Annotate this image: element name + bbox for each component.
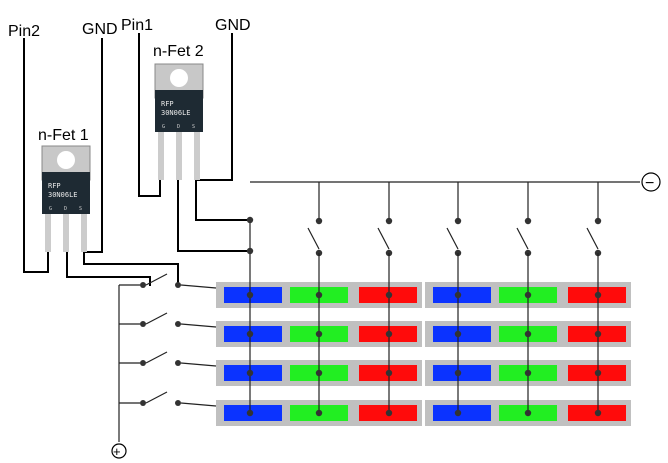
negative-terminal-icon bbox=[641, 172, 661, 192]
fet2-pin-d: D bbox=[177, 124, 180, 130]
pin1-label: Pin1 bbox=[121, 17, 153, 34]
junction-dot bbox=[315, 291, 323, 299]
minus-label: − bbox=[645, 175, 654, 192]
pin2-wire bbox=[23, 38, 49, 273]
junction-dot bbox=[385, 291, 393, 299]
column-switch-lever bbox=[377, 227, 390, 250]
input-wires bbox=[23, 33, 250, 286]
fet1-pin-d: D bbox=[64, 206, 67, 212]
fet1-part-line2: 30N06LE bbox=[48, 191, 78, 199]
row-lead bbox=[180, 323, 217, 328]
fet2-drain-wire bbox=[177, 180, 250, 252]
fet1-source-wire bbox=[83, 252, 179, 286]
gnd-left-wire bbox=[84, 38, 103, 253]
row-switch-lever bbox=[145, 351, 168, 364]
junction-dot bbox=[246, 369, 254, 377]
gnd-left-label: GND bbox=[82, 21, 118, 38]
led-segment bbox=[433, 365, 491, 381]
pin2-label: Pin2 bbox=[8, 23, 40, 40]
junction-dot bbox=[594, 409, 602, 417]
negative-bus: − bbox=[250, 172, 661, 192]
row-switch-lever bbox=[145, 273, 168, 286]
row-lead bbox=[180, 362, 217, 367]
junction-dot bbox=[246, 247, 254, 255]
fet2-part-line2: 30N06LE bbox=[161, 109, 191, 117]
switch-contact bbox=[454, 217, 462, 225]
fet1-body bbox=[42, 172, 90, 214]
fet2-pin-s: S bbox=[192, 124, 195, 130]
fet1-drain-wire bbox=[66, 252, 151, 286]
positive-terminal: + bbox=[111, 285, 127, 459]
junction-dot bbox=[594, 369, 602, 377]
junction-dot bbox=[524, 291, 532, 299]
row-switches bbox=[119, 273, 217, 407]
junction-dot bbox=[594, 291, 602, 299]
led-strips bbox=[216, 282, 631, 426]
gnd-right-wire bbox=[196, 33, 233, 181]
switch-contact bbox=[524, 217, 532, 225]
fet1-label: n-Fet 1 bbox=[38, 127, 89, 144]
fet1-pin-g: G bbox=[49, 206, 52, 212]
junction-dot bbox=[385, 369, 393, 377]
switch-contact bbox=[140, 400, 146, 406]
column-switch-lever bbox=[307, 227, 320, 250]
junction-dot bbox=[524, 409, 532, 417]
switch-contact bbox=[175, 400, 181, 406]
row-lead bbox=[180, 284, 217, 289]
led-segment bbox=[433, 287, 491, 303]
junction-dot bbox=[315, 369, 323, 377]
junction-dot bbox=[454, 369, 462, 377]
switch-contact bbox=[175, 360, 181, 366]
junction-dot bbox=[315, 330, 323, 338]
junction-dot bbox=[385, 330, 393, 338]
junction-dot bbox=[524, 369, 532, 377]
fet2-hole-icon bbox=[170, 69, 188, 87]
gnd-right-label: GND bbox=[215, 17, 251, 34]
switch-contact bbox=[385, 217, 393, 225]
positive-terminal-icon bbox=[111, 443, 127, 459]
pin1-wire bbox=[138, 33, 161, 197]
column-lines bbox=[246, 182, 602, 417]
junction-dot bbox=[246, 409, 254, 417]
fet1-pin-s: S bbox=[79, 206, 82, 212]
plus-label: + bbox=[113, 444, 121, 459]
fet2-pin-g: G bbox=[162, 124, 165, 130]
junction-dot bbox=[246, 330, 254, 338]
column-switch-lever bbox=[516, 227, 529, 250]
switch-contact bbox=[175, 321, 181, 327]
led-segment bbox=[433, 326, 491, 342]
fet1-hole-icon bbox=[57, 151, 75, 169]
switch-contact bbox=[140, 360, 146, 366]
junction-dot bbox=[454, 409, 462, 417]
junction-dot bbox=[454, 330, 462, 338]
row-switch-lever bbox=[145, 391, 168, 404]
junction-dot bbox=[246, 216, 254, 224]
junction-dot bbox=[385, 409, 393, 417]
junction-dot bbox=[594, 330, 602, 338]
junction-dot bbox=[524, 330, 532, 338]
column-switch-lever bbox=[446, 227, 459, 250]
fet2-label: n-Fet 2 bbox=[153, 43, 204, 60]
junction-dot bbox=[454, 291, 462, 299]
switch-contact bbox=[140, 321, 146, 327]
switch-contact bbox=[140, 282, 146, 288]
junction-dot bbox=[315, 409, 323, 417]
column-switch-lever bbox=[586, 227, 599, 250]
led-segment bbox=[433, 405, 491, 421]
junction-dot bbox=[246, 291, 254, 299]
switch-contact bbox=[315, 217, 323, 225]
n-fet-2: RFP 30N06LE G D S n-Fet 2 bbox=[153, 43, 204, 180]
row-switch-lever bbox=[145, 312, 168, 325]
fet2-part-line1: RFP bbox=[161, 100, 174, 108]
fet2-source-wire bbox=[195, 180, 250, 221]
fet1-part-line1: RFP bbox=[48, 182, 61, 190]
fet2-body bbox=[155, 90, 203, 132]
n-fet-1: RFP 30N06LE G D S n-Fet 1 bbox=[38, 127, 91, 252]
row-lead bbox=[180, 402, 217, 407]
switch-contact bbox=[594, 217, 602, 225]
switch-contact bbox=[175, 282, 181, 288]
